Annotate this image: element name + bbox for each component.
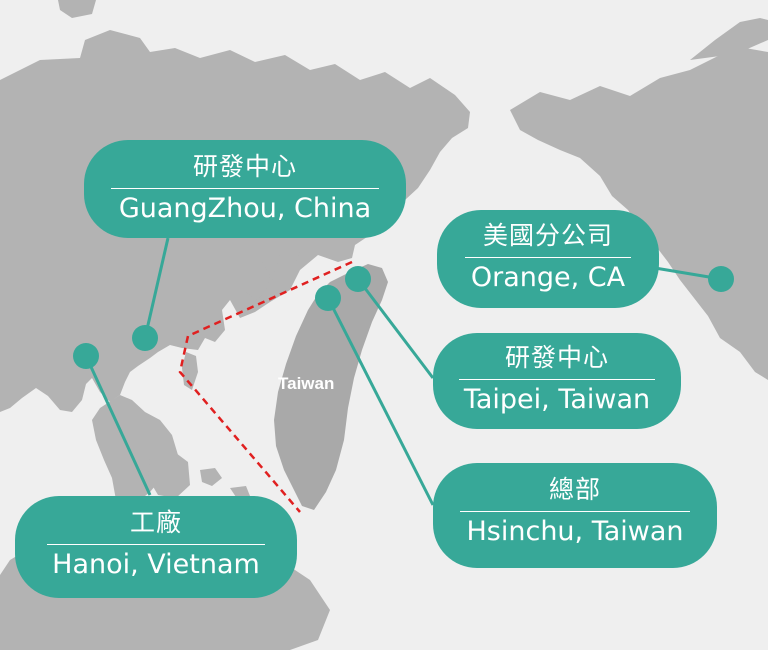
callout-role: 工廠: [129, 508, 182, 537]
callout-role: 研發中心: [504, 343, 609, 372]
callout-divider: [459, 379, 655, 380]
landmass-taiwan: [274, 264, 388, 510]
callout-divider: [465, 257, 631, 258]
marker-taipei: [345, 266, 371, 292]
landmass-arctic-island: [58, 0, 96, 18]
callout-taipei: 研發中心 Taipei, Taiwan: [433, 333, 681, 429]
connector-hanoi: [84, 355, 152, 496]
landmass-philippines: [182, 352, 198, 390]
callout-orange: 美國分公司 Orange, CA: [437, 210, 659, 308]
marker-guangzhou: [132, 325, 158, 351]
landmass-canada-islands: [690, 18, 768, 60]
callout-divider: [47, 544, 265, 545]
connector-guangzhou: [143, 237, 170, 339]
callout-hsinchu: 總部 Hsinchu, Taiwan: [433, 463, 717, 568]
marker-orange: [708, 266, 734, 292]
callout-place: Hsinchu, Taiwan: [466, 516, 684, 547]
landmass-borneo: [148, 450, 190, 498]
callout-role: 研發中心: [192, 152, 297, 181]
callout-guangzhou: 研發中心 GuangZhou, China: [84, 140, 406, 238]
marker-hsinchu: [315, 285, 341, 311]
callout-place: GuangZhou, China: [118, 193, 372, 224]
callout-place: Hanoi, Vietnam: [52, 549, 260, 580]
connector-taipei: [356, 278, 435, 379]
landmass-japan: [262, 238, 300, 300]
connector-hsinchu: [326, 297, 435, 506]
callout-divider: [111, 188, 379, 189]
connector-lines: [84, 237, 722, 506]
callout-divider: [460, 511, 690, 512]
callout-role: 總部: [548, 475, 601, 504]
callout-hanoi: 工廠 Hanoi, Vietnam: [15, 496, 297, 598]
callout-place: Taipei, Taiwan: [463, 384, 651, 415]
landmass-islands: [200, 468, 250, 500]
marker-hanoi: [73, 343, 99, 369]
landmass-korea: [246, 262, 270, 300]
country-label-taiwan: Taiwan: [278, 374, 335, 393]
callout-place: Orange, CA: [470, 262, 626, 293]
boundary-dashed-line: [178, 260, 353, 513]
callout-role: 美國分公司: [482, 221, 613, 250]
landmass-north-america: [510, 48, 768, 380]
